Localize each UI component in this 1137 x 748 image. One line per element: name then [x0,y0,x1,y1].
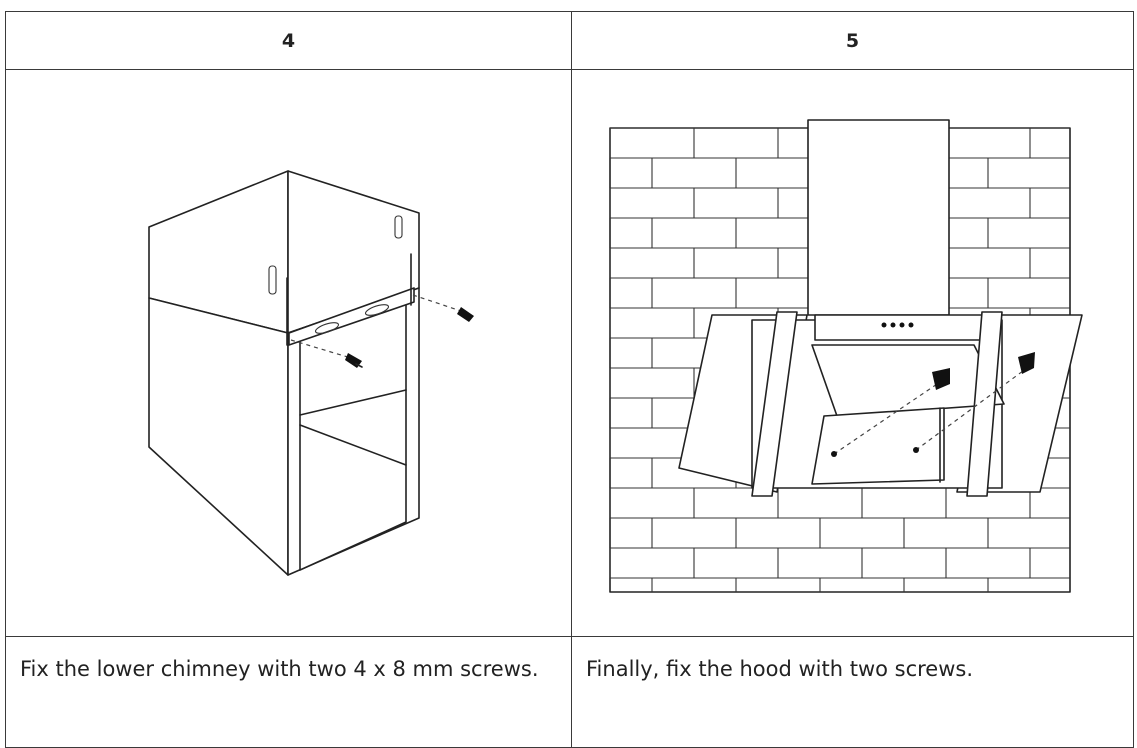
step-4-caption: Fix the lower chimney with two 4 x 8 mm … [5,636,572,748]
step-4-number: 4 [5,11,572,70]
step-figure-row [5,69,1134,637]
chimney-assembly-icon [148,170,474,576]
step-5-number: 5 [571,11,1134,70]
step-5-caption: Finally, fix the hood with two screws. [571,636,1134,748]
step-caption-row: Fix the lower chimney with two 4 x 8 mm … [5,636,1134,748]
step-number-row: 4 5 [5,11,1134,70]
steps-table: 4 5 [5,11,1134,748]
hood-wall-mount-icon [609,119,1083,593]
step-5-figure-cell [571,69,1134,637]
step-4-figure-cell [5,69,572,637]
instruction-sheet: 4 5 [5,11,1134,748]
